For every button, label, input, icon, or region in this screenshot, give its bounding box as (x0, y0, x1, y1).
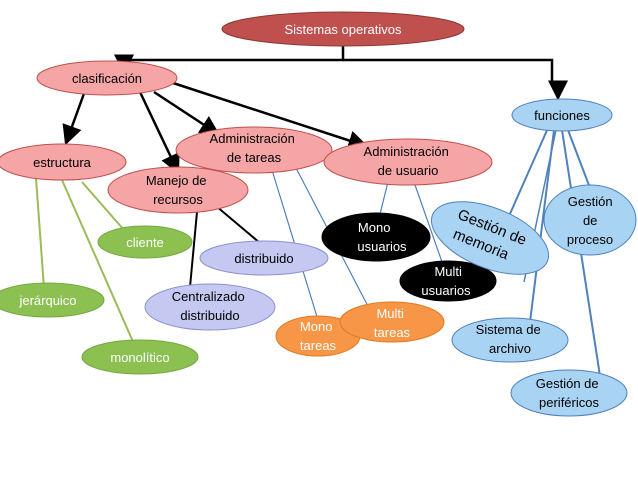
svg-text:Administración de usua: Administración de usuario (364, 144, 453, 178)
node-gestion-de-perifericos: Gestión de periféricos (510, 369, 628, 417)
node-multi-tareas-line-2: tareas (374, 325, 411, 340)
node-gestion-proceso-line-1: Gestión (568, 194, 613, 209)
node-monolitico: monolítico (81, 339, 199, 375)
connector-title-to-funciones (343, 58, 568, 101)
svg-text:estructura: estructura (33, 155, 92, 170)
svg-text:Mono usuarios: Mono usuarios (357, 220, 407, 254)
connector-manejo-centralizado (189, 211, 198, 288)
node-clasificacion: clasificación (36, 60, 178, 96)
node-multi-tareas: Multi tareas (339, 301, 445, 343)
node-gestion-perifericos-line-2: periféricos (539, 395, 599, 410)
node-gestion-proceso-line-2: de (583, 213, 597, 228)
node-centralizado-line-1: Centralizado (172, 289, 245, 304)
svg-text:funciones: funciones (534, 108, 590, 123)
node-adm-tareas-line-2: de tareas (227, 150, 282, 165)
node-multi-tareas-line-1: Multi (376, 306, 404, 321)
node-sistema-archivo-line-1: Sistema de (476, 322, 541, 337)
node-cliente: cliente (97, 225, 193, 259)
connector-usuario-mono (379, 181, 389, 215)
node-multi-usuarios-line-2: usuarios (421, 283, 471, 298)
node-manejo-de-recursos: Manejo de recursos (107, 166, 249, 214)
node-clasificacion-line-1: clasificación (72, 71, 142, 86)
svg-text:Sistema de archivo: Sistema de archivo (476, 322, 545, 356)
node-sistemas-operativos: Sistemas operativos (221, 11, 465, 47)
node-manejo-line-2: recursos (153, 192, 203, 207)
node-administracion-de-tareas: Administración de tareas (175, 126, 333, 174)
node-estructura: estructura (0, 143, 127, 181)
node-mono-tareas-line-2: tareas (300, 338, 337, 353)
svg-text:distribuido: distribuido (234, 251, 293, 266)
connector-estructura-cliente (81, 181, 125, 231)
connector-funciones-proceso (567, 129, 591, 189)
node-manejo-line-1: Manejo de (146, 173, 207, 188)
node-multi-usuarios-line-1: Multi (434, 264, 462, 279)
node-mono-usuarios-line-1: Mono (358, 220, 391, 235)
connector-manejo-distribuido (215, 205, 261, 244)
connector-usuario-multi (413, 181, 443, 263)
node-adm-usuario-line-2: de usuario (378, 163, 439, 178)
svg-text:Manejo de recursos: Manejo de recursos (146, 173, 210, 207)
connector-clasificacion-adm-usuario (169, 80, 369, 151)
node-jerarquico-line-1: jerárquico (18, 293, 76, 308)
node-sistema-de-archivo: Sistema de archivo (451, 317, 569, 363)
svg-text:Multi usuarios: Multi usuarios (421, 264, 471, 298)
connector-estructura-monolitico (61, 179, 135, 345)
node-distribuido-line-1: distribuido (234, 251, 293, 266)
svg-text:Centralizado distribui: Centralizado distribuido (172, 289, 249, 323)
node-sistema-archivo-line-2: archivo (489, 341, 531, 356)
node-distribuido: distribuido (199, 240, 329, 276)
node-gestion-de-memoria: Gestión de memoria (430, 201, 550, 275)
node-sistemas-operativos-label: Sistemas operativos (284, 22, 402, 37)
node-monolitico-line-1: monolítico (110, 350, 169, 365)
node-adm-tareas-line-1: Administración (210, 131, 295, 146)
connector-estructura-jerarquico (35, 177, 45, 289)
node-mono-tareas-line-1: Mono (300, 319, 333, 334)
svg-text:Multi tareas: Multi tareas (374, 306, 411, 340)
svg-text:cliente: cliente (126, 235, 164, 250)
node-estructura-line-1: estructura (33, 155, 92, 170)
node-cliente-line-1: cliente (126, 235, 164, 250)
node-gestion-perifericos-line-1: Gestión de (536, 376, 599, 391)
svg-text:Mono tareas: Mono tareas (300, 319, 337, 353)
node-gestion-de-proceso: Gestión de proceso (543, 184, 637, 256)
svg-text:jerárquico: jerárquico (18, 293, 76, 308)
node-gestion-proceso-line-3: proceso (567, 232, 613, 247)
node-adm-usuario-line-1: Administración (364, 144, 449, 159)
node-multi-usuarios: Multi usuarios (399, 260, 497, 302)
node-administracion-de-usuario: Administración de usuario (323, 138, 493, 186)
nodes: Sistemas operativos clasificación funcio… (0, 11, 637, 417)
connector-clasificacion-adm-tareas (153, 90, 221, 136)
node-centralizado-line-2: distribuido (180, 308, 239, 323)
node-centralizado-distribuido: Centralizado distribuido (144, 283, 276, 331)
svg-text:Gestión de periféricos: Gestión de periféricos (536, 376, 603, 410)
connector-clasificacion-estructura (62, 87, 88, 146)
svg-text:Gestión de pro: Gestión de proceso (567, 194, 616, 247)
svg-text:Administración de tare: Administración de tareas (210, 131, 299, 165)
node-funciones-line-1: funciones (534, 108, 590, 123)
svg-text:monolítico: monolítico (110, 350, 169, 365)
node-funciones: funciones (511, 98, 613, 132)
node-mono-usuarios: Mono usuarios (321, 212, 431, 262)
node-mono-usuarios-line-2: usuarios (357, 239, 407, 254)
connector-clasificacion-manejo (138, 91, 180, 175)
node-jerarquico: jerárquico (0, 282, 105, 318)
svg-text:Sistemas operativos: Sistemas operativos (284, 22, 402, 37)
svg-text:clasificación: clasificación (72, 71, 142, 86)
